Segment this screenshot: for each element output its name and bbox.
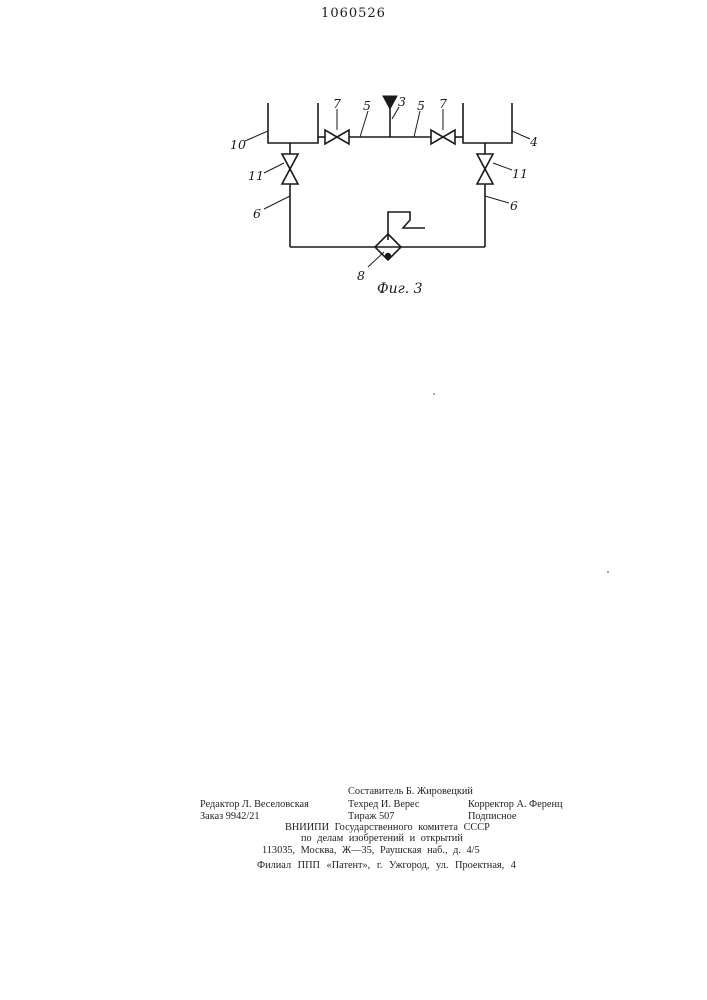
imprint-editor: Редактор Л. Веселовская [200, 800, 309, 810]
label-tank-right: 4 [529, 134, 538, 149]
tank-left [268, 103, 318, 143]
label-pipe-top-right: 5 [417, 98, 425, 113]
scan-speck [607, 571, 609, 573]
label-inlet: 3 [398, 94, 406, 109]
imprint-compiler: Составитель Б. Жировецкий [348, 787, 473, 797]
label-pipe-side-left: 6 [253, 206, 261, 221]
imprint-corrector: Корректор А. Ференц [468, 800, 563, 810]
imprint-circulation: Тираж 507 [348, 812, 394, 822]
scan-speck [433, 393, 435, 395]
tank-right [463, 103, 512, 143]
imprint-order: Заказ 9942/21 [200, 812, 260, 822]
label-pipe-top-left: 5 [363, 98, 371, 113]
figure-3-diagram: 10 7 5 3 5 7 4 11 11 6 6 8 Фиг. 3 [0, 0, 707, 320]
valve-top-left [325, 130, 349, 144]
label-valve-top-right: 7 [439, 96, 447, 111]
label-pipe-side-right: 6 [510, 198, 518, 213]
imprint-subscription: Подписное [468, 812, 516, 822]
imprint-org-line3: 113035, Москва, Ж—35, Раушская наб., д. … [262, 846, 480, 856]
label-valve-side-left: 11 [248, 168, 264, 183]
label-tank-left: 10 [230, 137, 246, 152]
valve-top-right [431, 130, 455, 144]
valve-side-left [282, 154, 298, 184]
label-pump: 8 [357, 268, 365, 283]
pump-dot [385, 253, 391, 259]
label-valve-side-right: 11 [512, 166, 528, 181]
label-valve-top-left: 7 [333, 96, 341, 111]
valve-side-right [477, 154, 493, 184]
imprint-org-line1: ВНИИПИ Государственного комитета СССР [285, 823, 490, 833]
imprint-techred: Техред И. Верес [348, 800, 419, 810]
figure-caption: Фиг. 3 [377, 281, 423, 297]
imprint-branch: Филиал ППП «Патент», г. Ужгород, ул. Про… [257, 861, 516, 871]
pump-drive [388, 212, 425, 240]
imprint-org-line2: по делам изобретений и открытий [301, 834, 463, 844]
inlet-marker [383, 96, 397, 109]
